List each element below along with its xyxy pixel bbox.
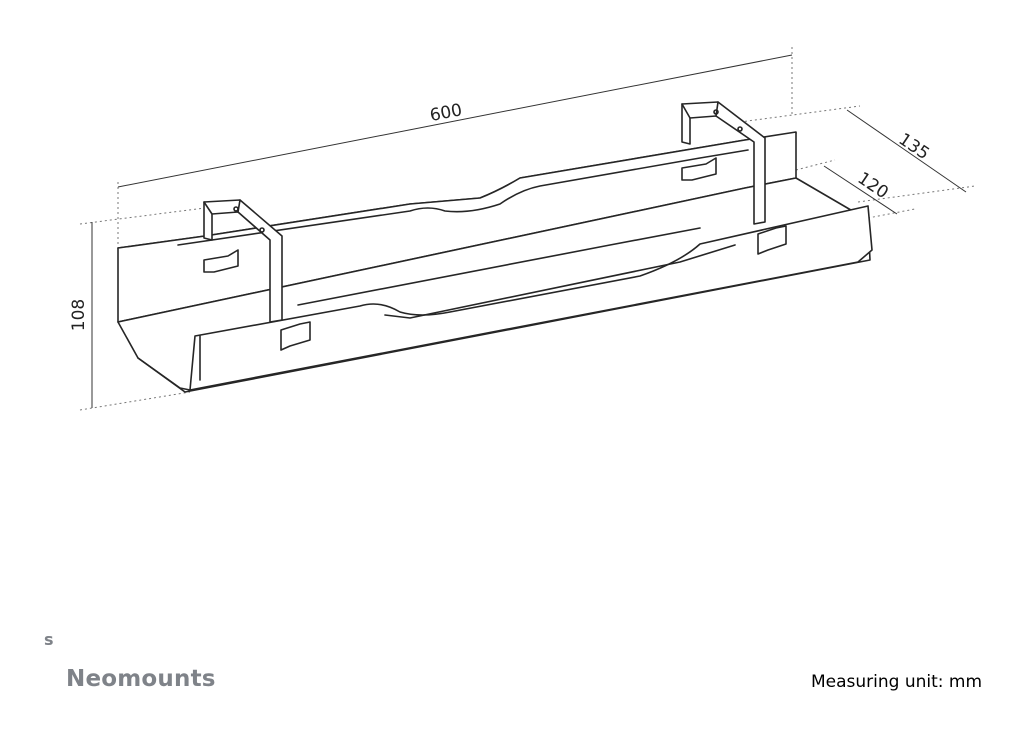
brand-mark-fragment: s — [44, 630, 54, 649]
length-dimension-line — [117, 54, 793, 188]
clips — [203, 157, 787, 351]
cable-tray — [117, 131, 873, 393]
clip-front-left — [280, 321, 311, 351]
tray-front-wall — [189, 205, 873, 391]
length-label: 600 — [428, 100, 464, 126]
height-label: 108 — [69, 299, 89, 331]
depth-inner-dimension-line — [823, 165, 898, 215]
tray-back-wall — [117, 131, 797, 323]
extension-lines — [79, 47, 976, 411]
measuring-unit-note: Measuring unit: mm — [811, 672, 983, 692]
clip-back-right — [681, 157, 717, 181]
brand-logo: Neomounts — [66, 666, 216, 692]
clip-back-left — [203, 249, 239, 273]
depth-outer-label: 135 — [895, 129, 933, 164]
right-bracket — [681, 101, 766, 225]
clip-front-right — [757, 225, 787, 255]
dimension-lines — [91, 54, 967, 408]
depth-outer-dimension-line — [846, 109, 967, 193]
left-bracket — [203, 199, 283, 323]
